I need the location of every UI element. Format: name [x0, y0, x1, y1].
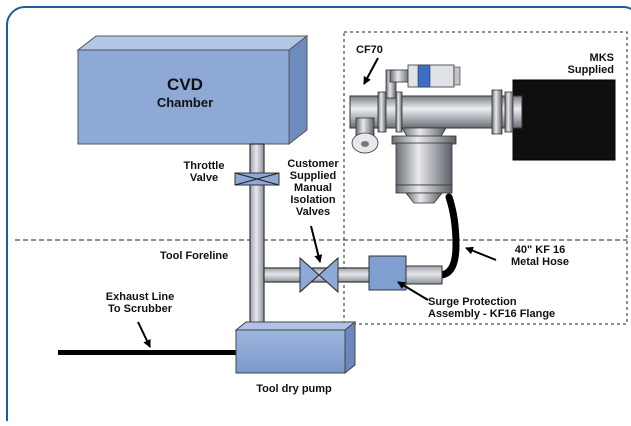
cvd-chamber — [76, 34, 309, 146]
tube-flange-left — [377, 91, 387, 133]
cvd-subtitle: Chamber — [156, 95, 214, 110]
surge-protection-assembly — [368, 255, 407, 291]
isolation-valve — [299, 256, 339, 294]
throttle-valve-label: Throttle Valve — [183, 160, 225, 184]
mks-unit — [512, 79, 616, 161]
exhaust-line-label: Exhaust Line To Scrubber — [105, 291, 175, 315]
isolation-valves-label: Customer Supplied Manual Isolation Valve… — [287, 158, 339, 218]
surge-outlet-pipe — [405, 265, 443, 285]
metal-hose-label: 40" KF 16 Metal Hose — [510, 244, 570, 268]
mks-dashed-boundary — [343, 31, 628, 325]
tool-dry-pump-label: Tool dry pump — [256, 383, 332, 395]
gauge-assembly — [385, 64, 461, 99]
tube-flange-end — [504, 91, 514, 133]
isolation-valve-arrow — [310, 225, 323, 263]
metal-hose — [437, 193, 460, 279]
tool-foreline-label: Tool Foreline — [160, 250, 229, 262]
cvd-title: CVD — [167, 75, 203, 94]
vertical-foreline-pipe — [249, 143, 265, 327]
outer-frame — [6, 6, 631, 426]
surge-protection-label: Surge Protection Assembly - KF16 Flange — [428, 296, 556, 320]
cf70-label: CF70 — [356, 44, 383, 56]
surge-protection-arrow — [397, 281, 429, 301]
exhaust-line-arrow — [137, 321, 151, 348]
tool-dry-pump — [234, 320, 357, 375]
mks-supplied-label: MKS Supplied — [567, 52, 614, 76]
tube-flange-right — [491, 89, 503, 135]
tube-flange-mid — [395, 91, 403, 133]
viewport-port — [351, 117, 379, 154]
vertical-cylinder — [391, 135, 457, 204]
cf70-arrow — [363, 57, 379, 85]
metal-hose-arrow — [465, 246, 497, 261]
throttle-valve — [234, 172, 280, 186]
exhaust-line — [58, 350, 238, 355]
